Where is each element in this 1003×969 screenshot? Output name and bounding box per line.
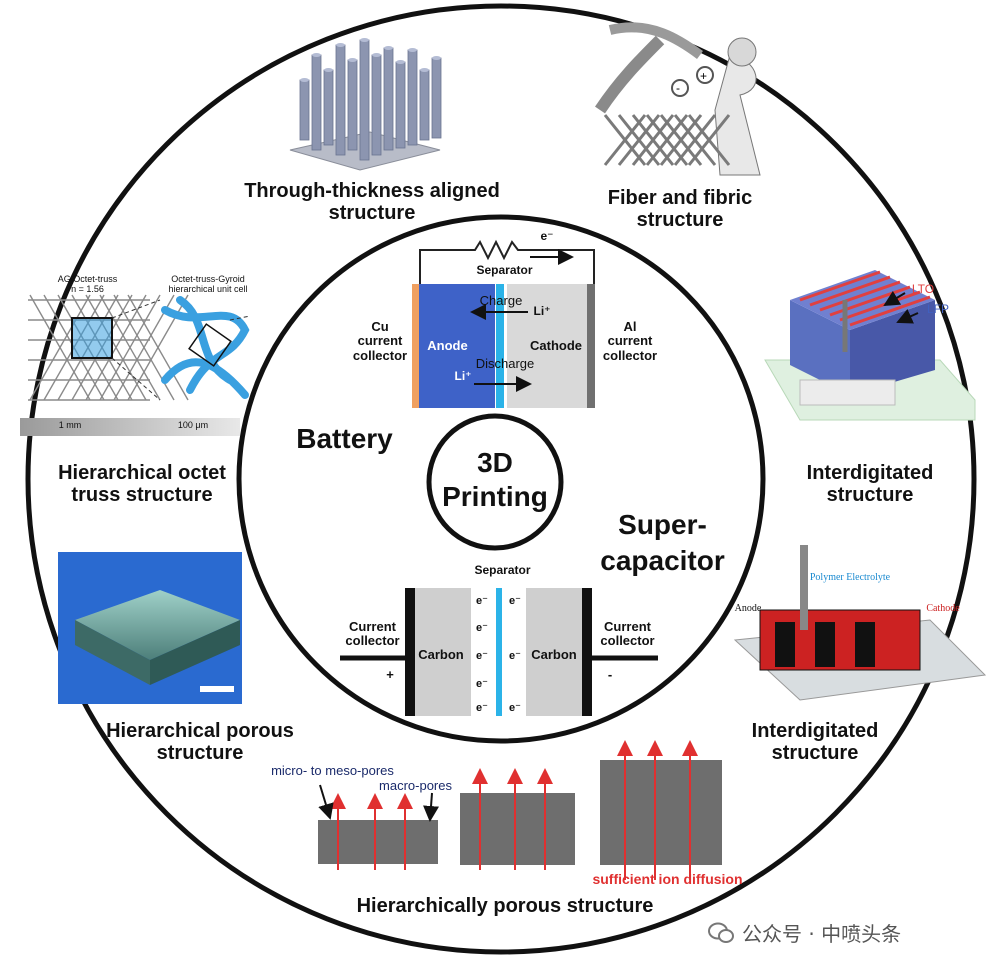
discharge-label: Discharge [475, 356, 535, 371]
scale-left-label: 1 mm [58, 420, 82, 430]
electron-symbol: e⁻ [476, 650, 488, 662]
electron-symbol: e⁻ [509, 702, 521, 714]
supercap-anode-label: Anode [734, 603, 762, 614]
center-title-line1: 3D [477, 447, 513, 478]
macro-pores-label: macro-pores [379, 778, 452, 793]
ion-diffusion-label: sufficient ion diffusion [592, 871, 743, 887]
pillar-array-figure [289, 38, 442, 171]
li-ion-label-anode: Li⁺ [454, 369, 472, 383]
minus-sign: - [607, 667, 613, 682]
cathode-label: Cathode [530, 338, 582, 353]
left-current-collector-label: Current collector [345, 619, 400, 649]
lto-label: LTO [911, 282, 935, 296]
svg-text:+: + [700, 69, 707, 83]
anode-label: Anode [427, 338, 468, 353]
battery-label: Battery [296, 423, 393, 454]
right-current-collector-label: Current collector [600, 619, 655, 649]
left-plate [405, 588, 415, 716]
battery-schematic [412, 239, 595, 408]
electron-symbol: e⁻ [476, 702, 488, 714]
inner-ring [236, 214, 766, 744]
right-plate [582, 588, 592, 716]
electron-symbol: e⁻ [476, 678, 488, 690]
interdigitated-battery-figure [764, 270, 976, 421]
plus-sign: + [386, 667, 394, 682]
charge-label: Charge [479, 293, 523, 308]
hier-porous-figure [318, 740, 722, 880]
right-carbon [526, 588, 582, 716]
supercapacitor-label: Super- capacitor [600, 509, 725, 577]
scale-right-label: 100 μm [177, 420, 209, 430]
porous-block-figure [58, 552, 242, 704]
fiber-label: Fiber and fibric structure [607, 187, 753, 231]
octet-truss-figure [20, 294, 251, 436]
through-thickness-label: Through-thickness aligned structure [244, 180, 500, 224]
battery-electron-label: e⁻ [540, 229, 554, 243]
supercap-schematic [340, 588, 658, 716]
cu-collector-label: Cu current collector [352, 319, 408, 363]
electron-symbol: e⁻ [476, 622, 488, 634]
octet-left-title: AG Octet-truss n = 1.56 [57, 274, 118, 294]
al-collector-label: Al current collector [602, 319, 658, 363]
lfp-label: LFP [926, 302, 949, 316]
left-carbon [415, 588, 471, 716]
right-carbon-label: Carbon [531, 647, 577, 662]
electron-symbol: e⁻ [509, 595, 521, 607]
al-collector-bar [587, 284, 595, 408]
watermark: 公众号 · 中喷头条 [708, 918, 901, 947]
supercap-separator [496, 588, 502, 716]
interdigitated-bottom-label: Interdigitated structure [751, 720, 879, 764]
separator-bar [496, 284, 504, 408]
hier-porous-label: Hierarchical porous structure [106, 720, 294, 764]
interdigitated-top-label: Interdigitated structure [806, 462, 934, 506]
battery-separator-label: Separator [476, 263, 533, 277]
left-carbon-label: Carbon [418, 647, 464, 662]
interdigitated-supercap-figure [733, 545, 987, 701]
octet-label: Hierarchical octet truss structure [58, 462, 226, 506]
micro-meso-label: micro- to meso-pores [271, 763, 394, 778]
hierarchically-porous-label: Hierarchically porous structure [356, 895, 654, 917]
supercap-cathode-label: Cathode [926, 603, 960, 614]
polymer-electrolyte-label: Polymer Electrolyte [809, 572, 891, 583]
outer-ring [25, 3, 977, 955]
scale-bar [20, 418, 240, 436]
li-ion-label-cathode: Li⁺ [533, 304, 551, 318]
electron-symbol: e⁻ [509, 650, 521, 662]
fiber-figure: + - [595, 22, 761, 176]
wechat-icon [708, 922, 734, 943]
svg-text:-: - [676, 81, 680, 95]
cu-collector-bar [412, 284, 419, 408]
center-title-line2: Printing [442, 481, 548, 512]
electron-symbol: e⁻ [476, 595, 488, 607]
watermark-text: 公众号 · 中喷头条 [742, 922, 902, 946]
octet-right-title: Octet-truss-Gyroid hierarchical unit cel… [168, 274, 248, 294]
supercap-separator-label: Separator [474, 563, 531, 577]
center-ring [426, 413, 564, 551]
